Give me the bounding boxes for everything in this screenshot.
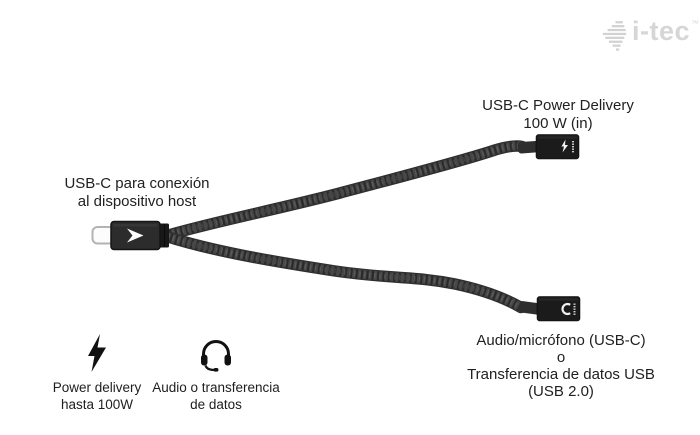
feature-caption-line: de datos [190, 397, 242, 412]
host-connector [91, 220, 169, 251]
feature-caption-line: Audio o transferencia [152, 380, 280, 395]
label-line: USB-C para conexión [64, 175, 210, 192]
power-connector-body [535, 134, 580, 160]
label-line: o [556, 349, 566, 366]
audio-badge-icon [561, 302, 571, 316]
feature-caption-line: hasta 100W [60, 397, 134, 412]
arrow-icon [127, 228, 144, 243]
itec-logo-trademark: ™ [691, 19, 700, 28]
label-line: Transferencia de datos USB [467, 366, 655, 383]
cable-lower-branch [165, 236, 521, 308]
itec-logo: i-tec ™ [602, 16, 699, 52]
label-host-connector: USB-C para conexión al dispositivo host [47, 175, 227, 211]
itec-logo-arrow-icon [602, 21, 627, 51]
feature-power-delivery: Power delivery hasta 100W [36, 334, 158, 413]
label-line: al dispositivo host [77, 193, 197, 210]
label-line: (USB 2.0) [528, 383, 594, 400]
headset-icon [201, 340, 231, 372]
itec-logo-text: i-tec [632, 16, 691, 46]
label-line: 100 W (in) [523, 115, 593, 132]
audio-connector-neck [518, 301, 541, 315]
power-connector-neck [517, 140, 540, 154]
label-line: Audio/micrófono (USB-C) [476, 332, 646, 349]
feature-audio-data: Audio o transferencia de datos [145, 338, 287, 413]
lightning-badge-icon [561, 139, 568, 153]
power-connector [517, 134, 580, 160]
label-line: USB-C Power Delivery [482, 97, 634, 114]
lightning-icon [88, 334, 106, 372]
label-power-connector: USB-C Power Delivery 100 W (in) [448, 97, 668, 133]
feature-caption-line: Power delivery [52, 380, 142, 395]
label-audio-connector: Audio/micrófono (USB-C) o Transferencia … [440, 332, 682, 400]
audio-connector [518, 296, 581, 322]
